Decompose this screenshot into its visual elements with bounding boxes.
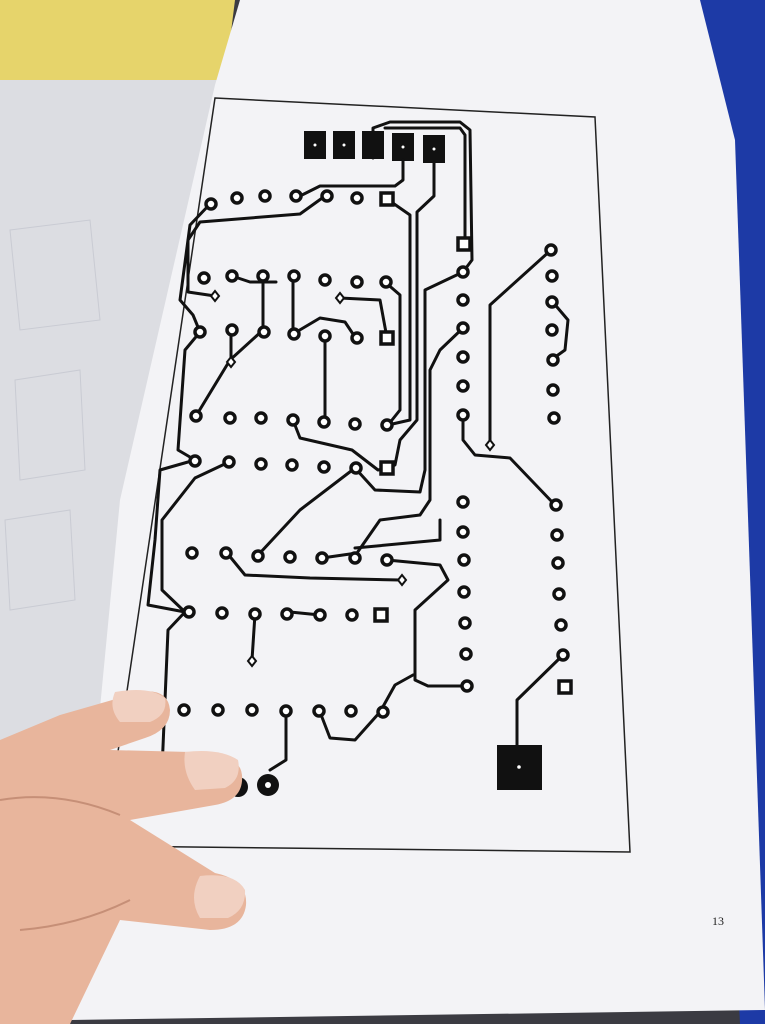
yellow-tab (0, 0, 235, 85)
right-page (70, 0, 765, 1020)
page-number: 13 (712, 914, 724, 928)
hand (0, 690, 247, 1024)
left-page-faint-drawing (4, 219, 101, 611)
square-pads (373, 191, 573, 695)
pcb-traces (146, 120, 570, 772)
pcb-pads (177, 189, 570, 719)
pcb-border (103, 97, 631, 853)
vias (209, 289, 496, 668)
